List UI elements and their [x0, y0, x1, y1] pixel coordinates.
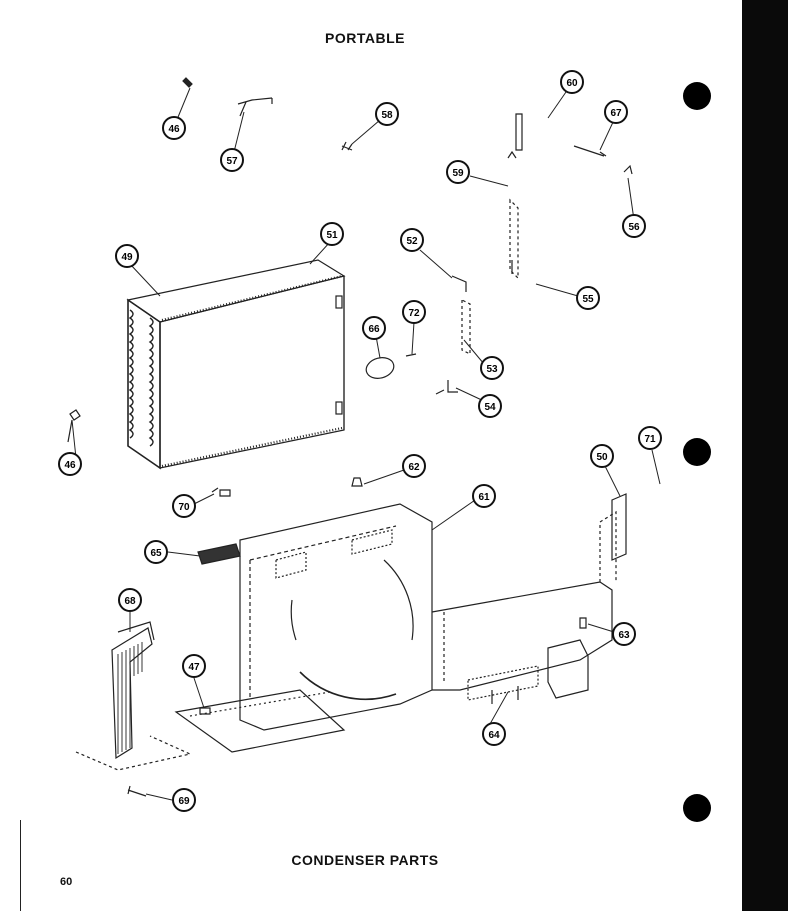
callout-68: 68 [118, 588, 142, 612]
page-number: 60 [60, 876, 73, 888]
svg-text:67: 67 [610, 108, 622, 119]
svg-text:53: 53 [486, 364, 498, 375]
callout-61: 61 [472, 484, 496, 508]
margin-rule [20, 820, 21, 911]
svg-text:57: 57 [226, 156, 238, 167]
svg-text:59: 59 [452, 168, 464, 179]
svg-text:72: 72 [408, 308, 420, 319]
callout-69: 69 [172, 788, 196, 812]
gasket-ring [365, 353, 417, 379]
svg-text:56: 56 [628, 222, 640, 233]
slide-bracket [197, 543, 241, 565]
callout-51: 51 [320, 222, 344, 246]
side-grille [75, 621, 192, 771]
control-box [467, 617, 589, 704]
binder-hole-top [683, 82, 711, 110]
svg-text:69: 69 [178, 796, 190, 807]
svg-text:55: 55 [582, 294, 594, 305]
page-title: PORTABLE [325, 30, 405, 46]
callout-66: 66 [362, 316, 386, 340]
svg-text:70: 70 [178, 502, 190, 513]
svg-text:63: 63 [618, 630, 630, 641]
callout-50: 50 [590, 444, 614, 468]
callout-60: 60 [560, 70, 584, 94]
parts-drawing [67, 77, 633, 797]
callout-70: 70 [172, 494, 196, 518]
condenser-shroud [174, 493, 627, 753]
callout-71: 71 [638, 426, 662, 450]
condenser-coil [126, 259, 346, 470]
svg-text:51: 51 [326, 230, 338, 241]
callout-54: 54 [478, 394, 502, 418]
binder-hole-bottom [683, 794, 711, 822]
page-edge-strip [742, 0, 788, 911]
top-small-parts [182, 77, 353, 151]
svg-text:71: 71 [644, 434, 656, 445]
binder-hole-middle [683, 438, 711, 466]
svg-text:64: 64 [488, 730, 500, 741]
callouts: 46 57 58 60 67 59 56 49 51 52 55 66 72 5… [58, 70, 662, 812]
callout-53: 53 [480, 356, 504, 380]
svg-text:60: 60 [566, 78, 578, 89]
callout-55: 55 [576, 286, 600, 310]
svg-text:46: 46 [64, 460, 76, 471]
left-screws [67, 409, 363, 497]
callout-72: 72 [402, 300, 426, 324]
callout-49: 49 [115, 244, 139, 268]
callout-57: 57 [220, 148, 244, 172]
callout-56: 56 [622, 214, 646, 238]
callout-65: 65 [144, 540, 168, 564]
callout-58: 58 [375, 102, 399, 126]
svg-text:62: 62 [408, 462, 420, 473]
callout-leaders [71, 87, 661, 801]
svg-text:58: 58 [381, 110, 393, 121]
callout-63: 63 [612, 622, 636, 646]
callout-47: 47 [182, 654, 206, 678]
callout-52: 52 [400, 228, 424, 252]
svg-text:52: 52 [406, 236, 418, 247]
callout-46-lower: 46 [58, 452, 82, 476]
svg-text:47: 47 [188, 662, 200, 673]
callout-46: 46 [162, 116, 186, 140]
svg-text:46: 46 [168, 124, 180, 135]
callout-59: 59 [446, 160, 470, 184]
svg-text:49: 49 [121, 252, 133, 263]
svg-text:50: 50 [596, 452, 608, 463]
upper-bracket-group [435, 113, 633, 395]
callout-64: 64 [482, 722, 506, 746]
svg-text:68: 68 [124, 596, 136, 607]
bottom-screw [127, 785, 147, 797]
svg-text:65: 65 [150, 548, 162, 559]
callout-62: 62 [402, 454, 426, 478]
screw-47 [199, 707, 211, 715]
svg-text:54: 54 [484, 402, 496, 413]
section-title: CONDENSER PARTS [291, 852, 439, 868]
svg-text:61: 61 [478, 492, 490, 503]
callout-67: 67 [604, 100, 628, 124]
svg-text:66: 66 [368, 324, 380, 335]
